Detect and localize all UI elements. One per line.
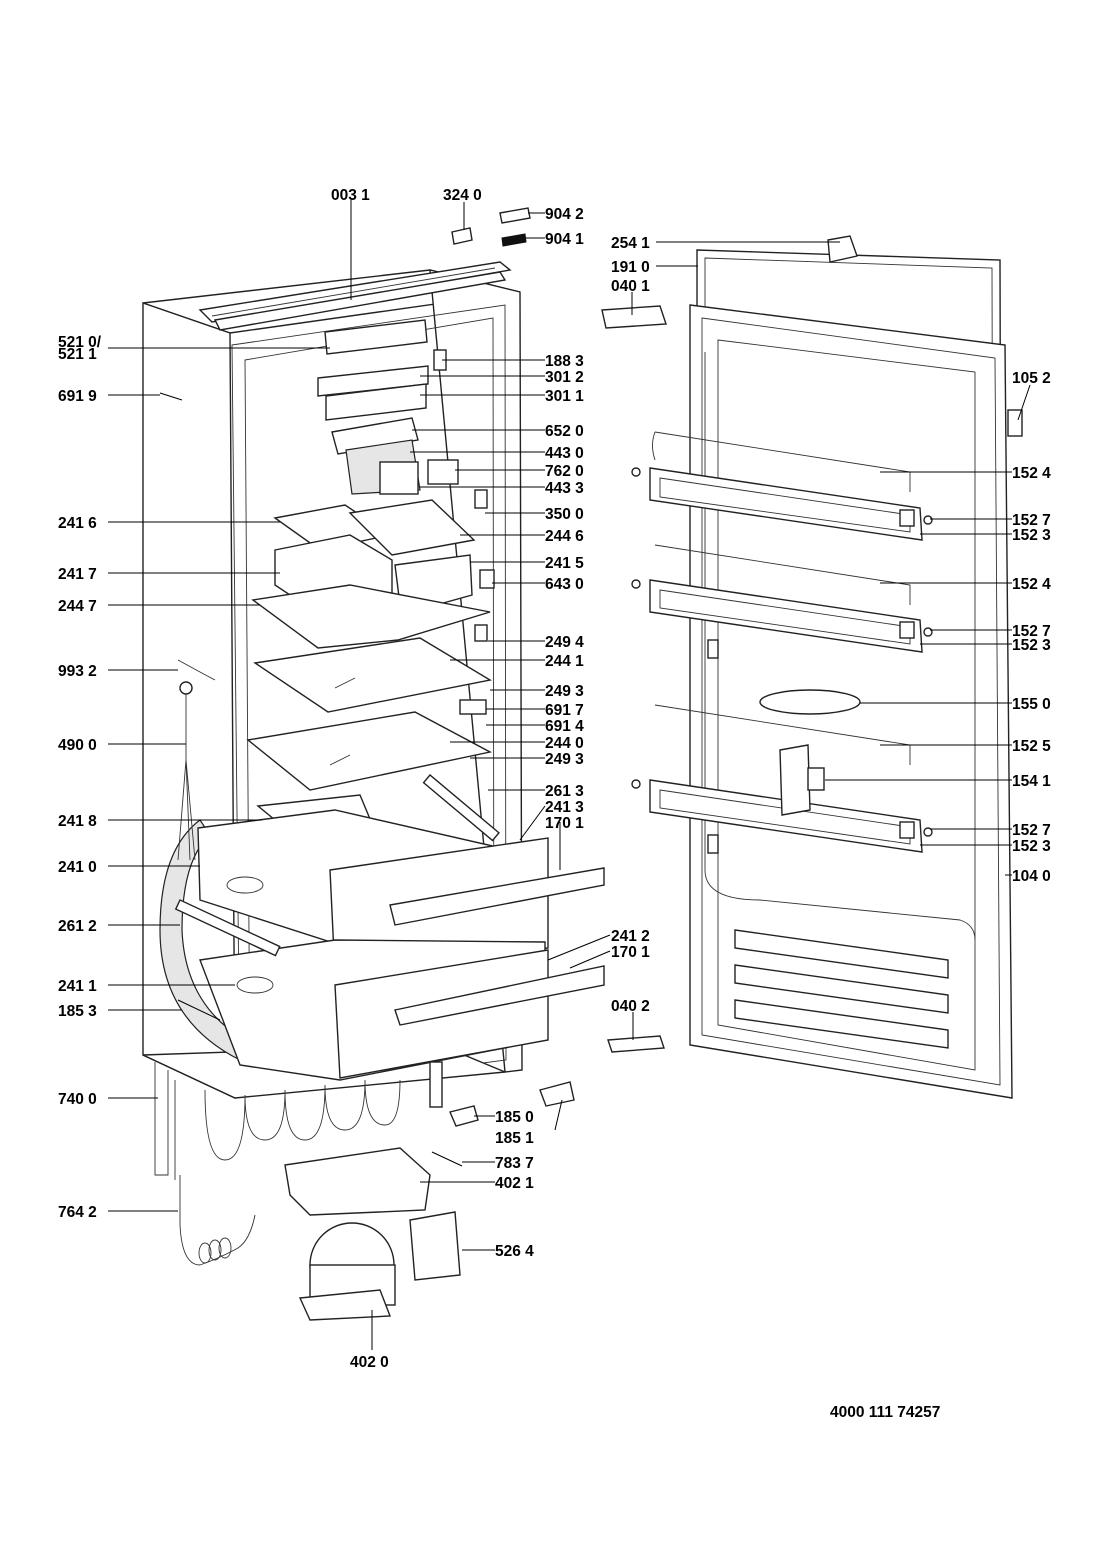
door: [601, 235, 1023, 1099]
callout-241-0: 241 0: [58, 859, 97, 876]
callout-152-3-lower: 152 3: [1012, 838, 1051, 855]
callout-402-1: 402 1: [495, 1175, 534, 1192]
callout-104-0: 104 0: [1012, 868, 1051, 885]
callout-labels: 003 1 324 0 904 2 904 1 254 1 191 0 040 …: [58, 187, 1051, 1421]
callout-521-0: 521 0/: [58, 334, 102, 351]
callout-301-1: 301 1: [545, 388, 584, 405]
callout-993-2: 993 2: [58, 663, 97, 680]
callout-249-4: 249 4: [545, 634, 584, 651]
callout-241-2: 241 2: [611, 928, 650, 945]
callout-152-4-middle: 152 4: [1012, 576, 1051, 593]
control-panel-parts: [317, 319, 459, 495]
callout-105-2: 105 2: [1012, 370, 1051, 387]
callout-643-0: 643 0: [545, 576, 584, 593]
leader-lines: [108, 200, 1031, 1350]
callout-443-3: 443 3: [545, 480, 584, 497]
callout-526-4: 526 4: [495, 1243, 534, 1260]
callout-350-0: 350 0: [545, 506, 584, 523]
drawers: [174, 774, 605, 1081]
callout-904-2: 904 2: [545, 206, 584, 223]
callout-152-7-upper: 152 7: [1012, 512, 1051, 529]
left-small-parts: [159, 392, 216, 861]
callout-040-1: 040 1: [611, 278, 650, 295]
callout-652-0: 652 0: [545, 423, 584, 440]
callout-261-3: 261 3: [545, 783, 584, 800]
callout-244-0: 244 0: [545, 735, 584, 752]
callout-691-4: 691 4: [545, 718, 584, 735]
callout-764-2: 764 2: [58, 1204, 97, 1221]
callout-904-1: 904 1: [545, 231, 584, 248]
callout-740-0: 740 0: [58, 1091, 97, 1108]
callout-188-3: 188 3: [545, 353, 584, 370]
callout-152-5: 152 5: [1012, 738, 1051, 755]
callout-040-2: 040 2: [611, 998, 650, 1015]
callout-185-0: 185 0: [495, 1109, 534, 1126]
callout-185-1: 185 1: [495, 1130, 534, 1147]
callout-241-1: 241 1: [58, 978, 97, 995]
callout-170-1-lower: 170 1: [611, 944, 650, 961]
top-cover: [198, 261, 512, 331]
glass-shelves: [246, 637, 493, 791]
callout-521-1: 521 1: [58, 346, 97, 363]
callout-443-0: 443 0: [545, 445, 584, 462]
callout-152-7-lower: 152 7: [1012, 822, 1051, 839]
callout-191-0: 191 0: [611, 259, 650, 276]
callout-241-3: 241 3: [545, 799, 584, 816]
callout-152-3-middle: 152 3: [1012, 637, 1051, 654]
compressor-area: [154, 1061, 575, 1321]
callout-490-0: 490 0: [58, 737, 97, 754]
callout-152-4-upper: 152 4: [1012, 465, 1051, 482]
callout-783-7: 783 7: [495, 1155, 534, 1172]
callout-762-0: 762 0: [545, 463, 584, 480]
callout-261-2: 261 2: [58, 918, 97, 935]
callout-003-1: 003 1: [331, 187, 370, 204]
callout-152-3-upper: 152 3: [1012, 527, 1051, 544]
callout-241-6: 241 6: [58, 515, 97, 532]
callout-691-7: 691 7: [545, 702, 584, 719]
callout-241-7: 241 7: [58, 566, 97, 583]
drawing-number: 4000 111 74257: [830, 1404, 940, 1421]
callout-691-9: 691 9: [58, 388, 97, 405]
callout-241-5: 241 5: [545, 555, 584, 572]
callout-254-1: 254 1: [611, 235, 650, 252]
callout-155-0: 155 0: [1012, 696, 1051, 713]
callout-402-0: 402 0: [350, 1354, 389, 1371]
callout-152-7-middle: 152 7: [1012, 623, 1051, 640]
door-balconies: [631, 431, 933, 853]
upper-boxes: [251, 489, 495, 649]
callout-185-3: 185 3: [58, 1003, 97, 1020]
callout-154-1: 154 1: [1012, 773, 1051, 790]
callout-301-2: 301 2: [545, 369, 584, 386]
callout-241-8: 241 8: [58, 813, 97, 830]
callout-170-1-upper: 170 1: [545, 815, 584, 832]
callout-249-3-lower: 249 3: [545, 751, 584, 768]
callout-324-0: 324 0: [443, 187, 482, 204]
top-small-parts: [451, 207, 531, 247]
callout-249-3-upper: 249 3: [545, 683, 584, 700]
callout-244-1: 244 1: [545, 653, 584, 670]
callout-244-7: 244 7: [58, 598, 97, 615]
callout-244-6: 244 6: [545, 528, 584, 545]
